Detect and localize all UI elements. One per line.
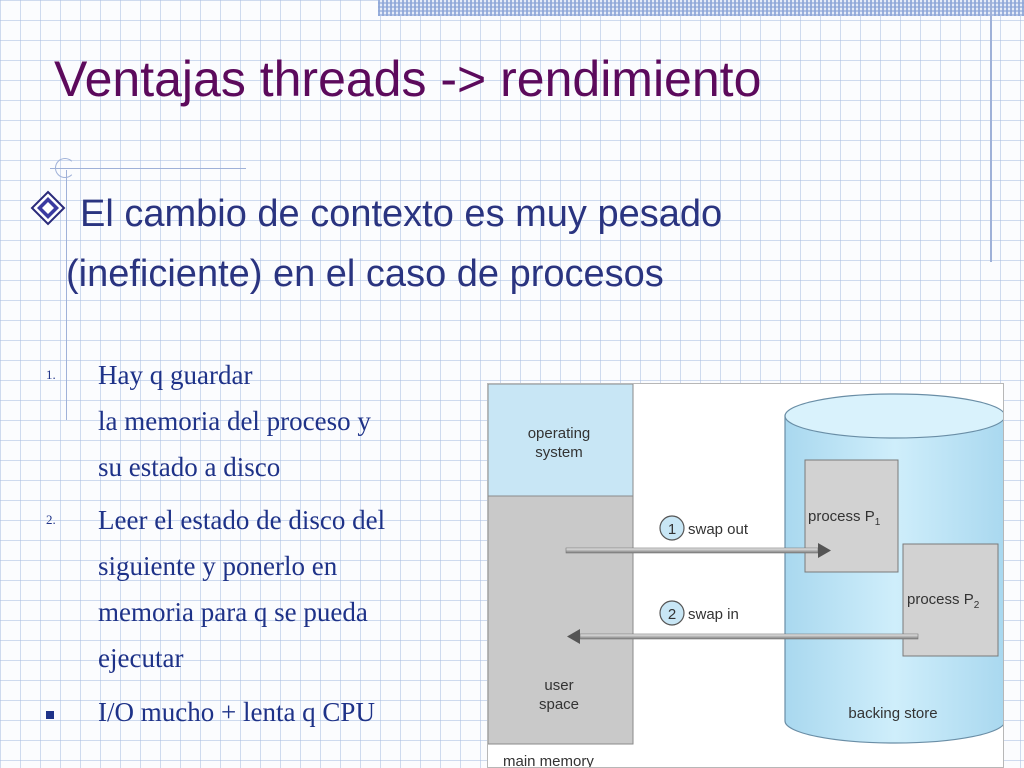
step1-number: 1 xyxy=(668,521,676,538)
list-item-line: Hay q guardar xyxy=(98,360,253,390)
swap-out-arrowhead xyxy=(818,543,831,558)
list-item-2: 2. Leer el estado de disco del siguiente… xyxy=(40,497,480,681)
list-item-marker: 1. xyxy=(46,367,56,382)
list-item-line: I/O mucho + lenta q CPU xyxy=(98,697,375,727)
process-p2-box xyxy=(902,543,999,657)
diamond-bullet-icon xyxy=(30,190,66,226)
os-label-line1: operating xyxy=(528,425,591,442)
list-item-3: I/O mucho + lenta q CPU xyxy=(40,689,480,735)
main-point-line2: (ineficiente) en el caso de procesos xyxy=(66,253,664,295)
store-caption: backing store xyxy=(848,705,937,722)
decorative-vertical-rule-left xyxy=(66,170,67,420)
step1-circle-icon xyxy=(659,515,685,541)
step1-label: swap out xyxy=(688,521,749,538)
user-label-line1: user xyxy=(544,677,573,694)
list-item-1: 1. Hay q guardar la memoria del proceso … xyxy=(40,352,480,490)
user-label-line2: space xyxy=(539,696,579,713)
decorative-top-band xyxy=(378,0,1024,16)
decorative-vertical-rule xyxy=(990,0,992,262)
user-space-region xyxy=(488,495,634,745)
process-p1-label: process P1 xyxy=(808,508,881,528)
main-point-line1: El cambio de contexto es muy pesado xyxy=(80,193,723,235)
list-item-line: ejecutar xyxy=(98,643,184,673)
swapping-diagram: operating system user space main memory … xyxy=(487,383,1004,768)
process-p2-label: process P2 xyxy=(907,591,980,611)
list-item-marker: 2. xyxy=(46,512,56,527)
swap-in-arrowhead xyxy=(567,629,580,644)
main-point: El cambio de contexto es muy pesado (ine… xyxy=(66,184,866,304)
list-item-line: memoria para q se pueda xyxy=(98,597,368,627)
list-item-line: su estado a disco xyxy=(98,452,281,482)
decorative-horizontal-rule xyxy=(50,168,246,169)
memory-caption: main memory xyxy=(503,753,594,768)
list-item-line: Leer el estado de disco del xyxy=(98,505,386,535)
step2-number: 2 xyxy=(668,606,676,623)
slide-title: Ventajas threads -> rendimiento xyxy=(54,51,762,107)
swapping-diagram-svg: operating system user space main memory … xyxy=(488,384,1003,768)
list-item-line: la memoria del proceso y xyxy=(98,406,371,436)
swap-out-arrow xyxy=(565,547,819,554)
decorative-ring-icon xyxy=(55,158,75,178)
step2-label: swap in xyxy=(688,606,739,623)
os-label-line2: system xyxy=(535,444,583,461)
swap-in-arrow xyxy=(579,633,919,640)
step2-circle-icon xyxy=(659,600,685,626)
square-bullet-icon xyxy=(46,711,54,719)
list-item-line: siguiente y ponerlo en xyxy=(98,551,338,581)
backing-store-top xyxy=(784,393,1003,439)
